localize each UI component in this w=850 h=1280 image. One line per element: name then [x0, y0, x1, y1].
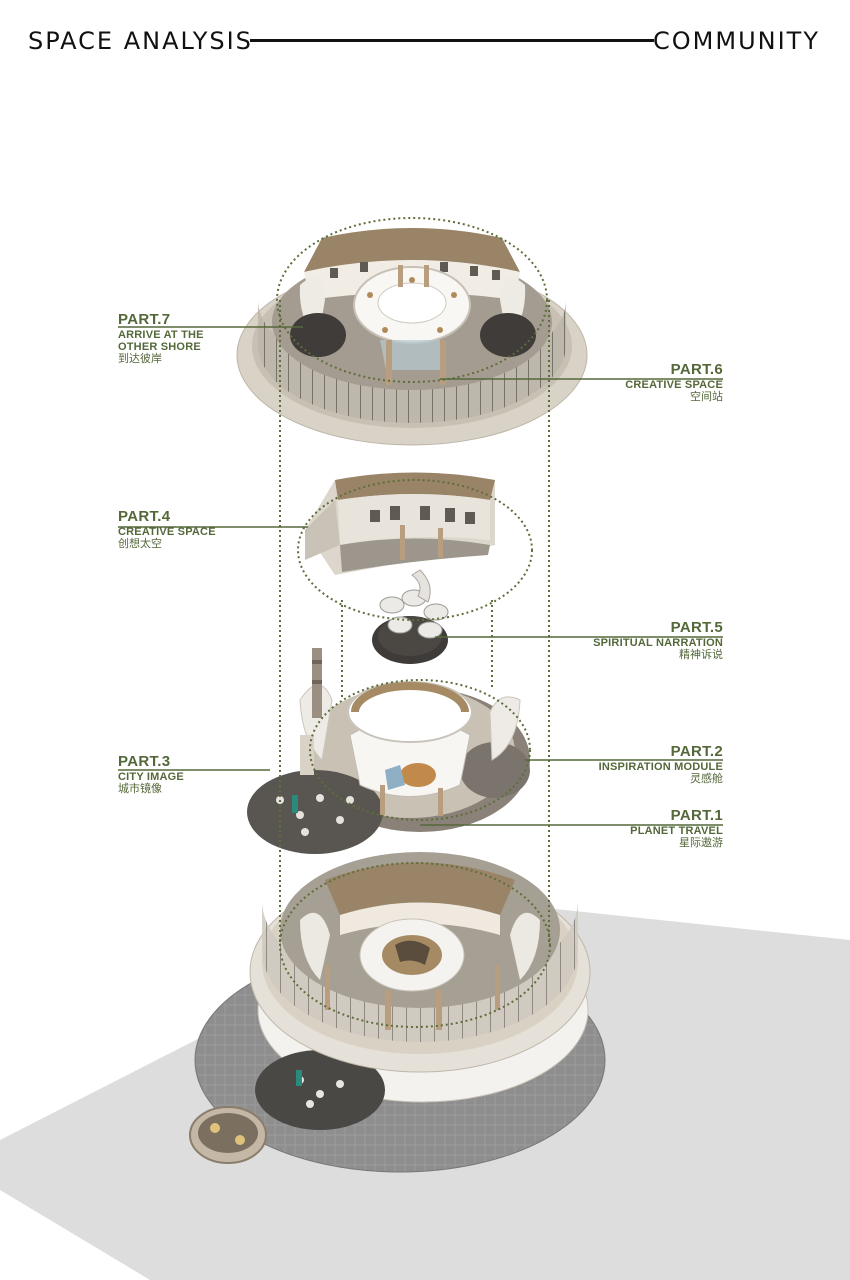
part-name-zh: 精神诉说	[679, 648, 723, 661]
part-name-en: CITY IMAGE	[118, 770, 184, 783]
leader-lines	[118, 326, 723, 826]
part-name-en: CREATIVE SPACE	[118, 525, 216, 538]
part-name-zh: 灵感舱	[690, 772, 723, 785]
label-part-5: PART.5 SPIRITUAL NARRATION 精神诉说	[593, 619, 723, 661]
part-number: PART.6	[670, 361, 723, 378]
level-creative-space	[305, 472, 495, 575]
part-number: PART.3	[118, 753, 171, 770]
part-name-zh: 城市镜像	[118, 782, 162, 795]
part-name-en: INSPIRATION MODULE	[598, 760, 723, 773]
level-spiritual-narration	[372, 569, 449, 664]
guide-lines	[276, 217, 551, 1028]
page-category: COMMUNITY	[653, 27, 820, 55]
part-name-en: SPIRITUAL NARRATION	[593, 636, 723, 649]
label-part-6: PART.6 CREATIVE SPACE 空间站	[625, 361, 723, 403]
part-name-en: CREATIVE SPACE	[625, 378, 723, 391]
page-title: SPACE ANALYSIS	[28, 27, 253, 55]
label-part-4: PART.4 CREATIVE SPACE 创想太空	[118, 508, 216, 550]
header-divider	[250, 39, 654, 42]
part-number: PART.1	[670, 807, 723, 824]
part-number: PART.7	[118, 311, 171, 328]
part-number: PART.5	[670, 619, 723, 636]
label-part-3: PART.3 CITY IMAGE 城市镜像	[118, 753, 184, 795]
part-number: PART.4	[118, 508, 171, 525]
part-name-en-line1: ARRIVE AT THE	[118, 328, 204, 341]
page-header: SPACE ANALYSIS COMMUNITY	[0, 0, 850, 80]
part-name-zh: 星际遨游	[679, 836, 723, 849]
label-part-7: PART.7 ARRIVE AT THE OTHER SHORE 到达彼岸	[118, 311, 204, 365]
part-name-zh: 创想太空	[118, 537, 162, 550]
label-part-1: PART.1 PLANET TRAVEL 星际遨游	[630, 807, 723, 849]
level-roof	[236, 228, 588, 446]
part-name-en-line2: OTHER SHORE	[118, 340, 201, 353]
part-name-zh: 空间站	[690, 390, 723, 403]
level-city-inspiration-planet	[247, 648, 530, 854]
assembled-building	[189, 852, 606, 1173]
part-number: PART.2	[670, 743, 723, 760]
part-name-en: PLANET TRAVEL	[630, 824, 723, 837]
part-name-zh: 到达彼岸	[118, 352, 162, 365]
label-part-2: PART.2 INSPIRATION MODULE 灵感舱	[598, 743, 723, 785]
